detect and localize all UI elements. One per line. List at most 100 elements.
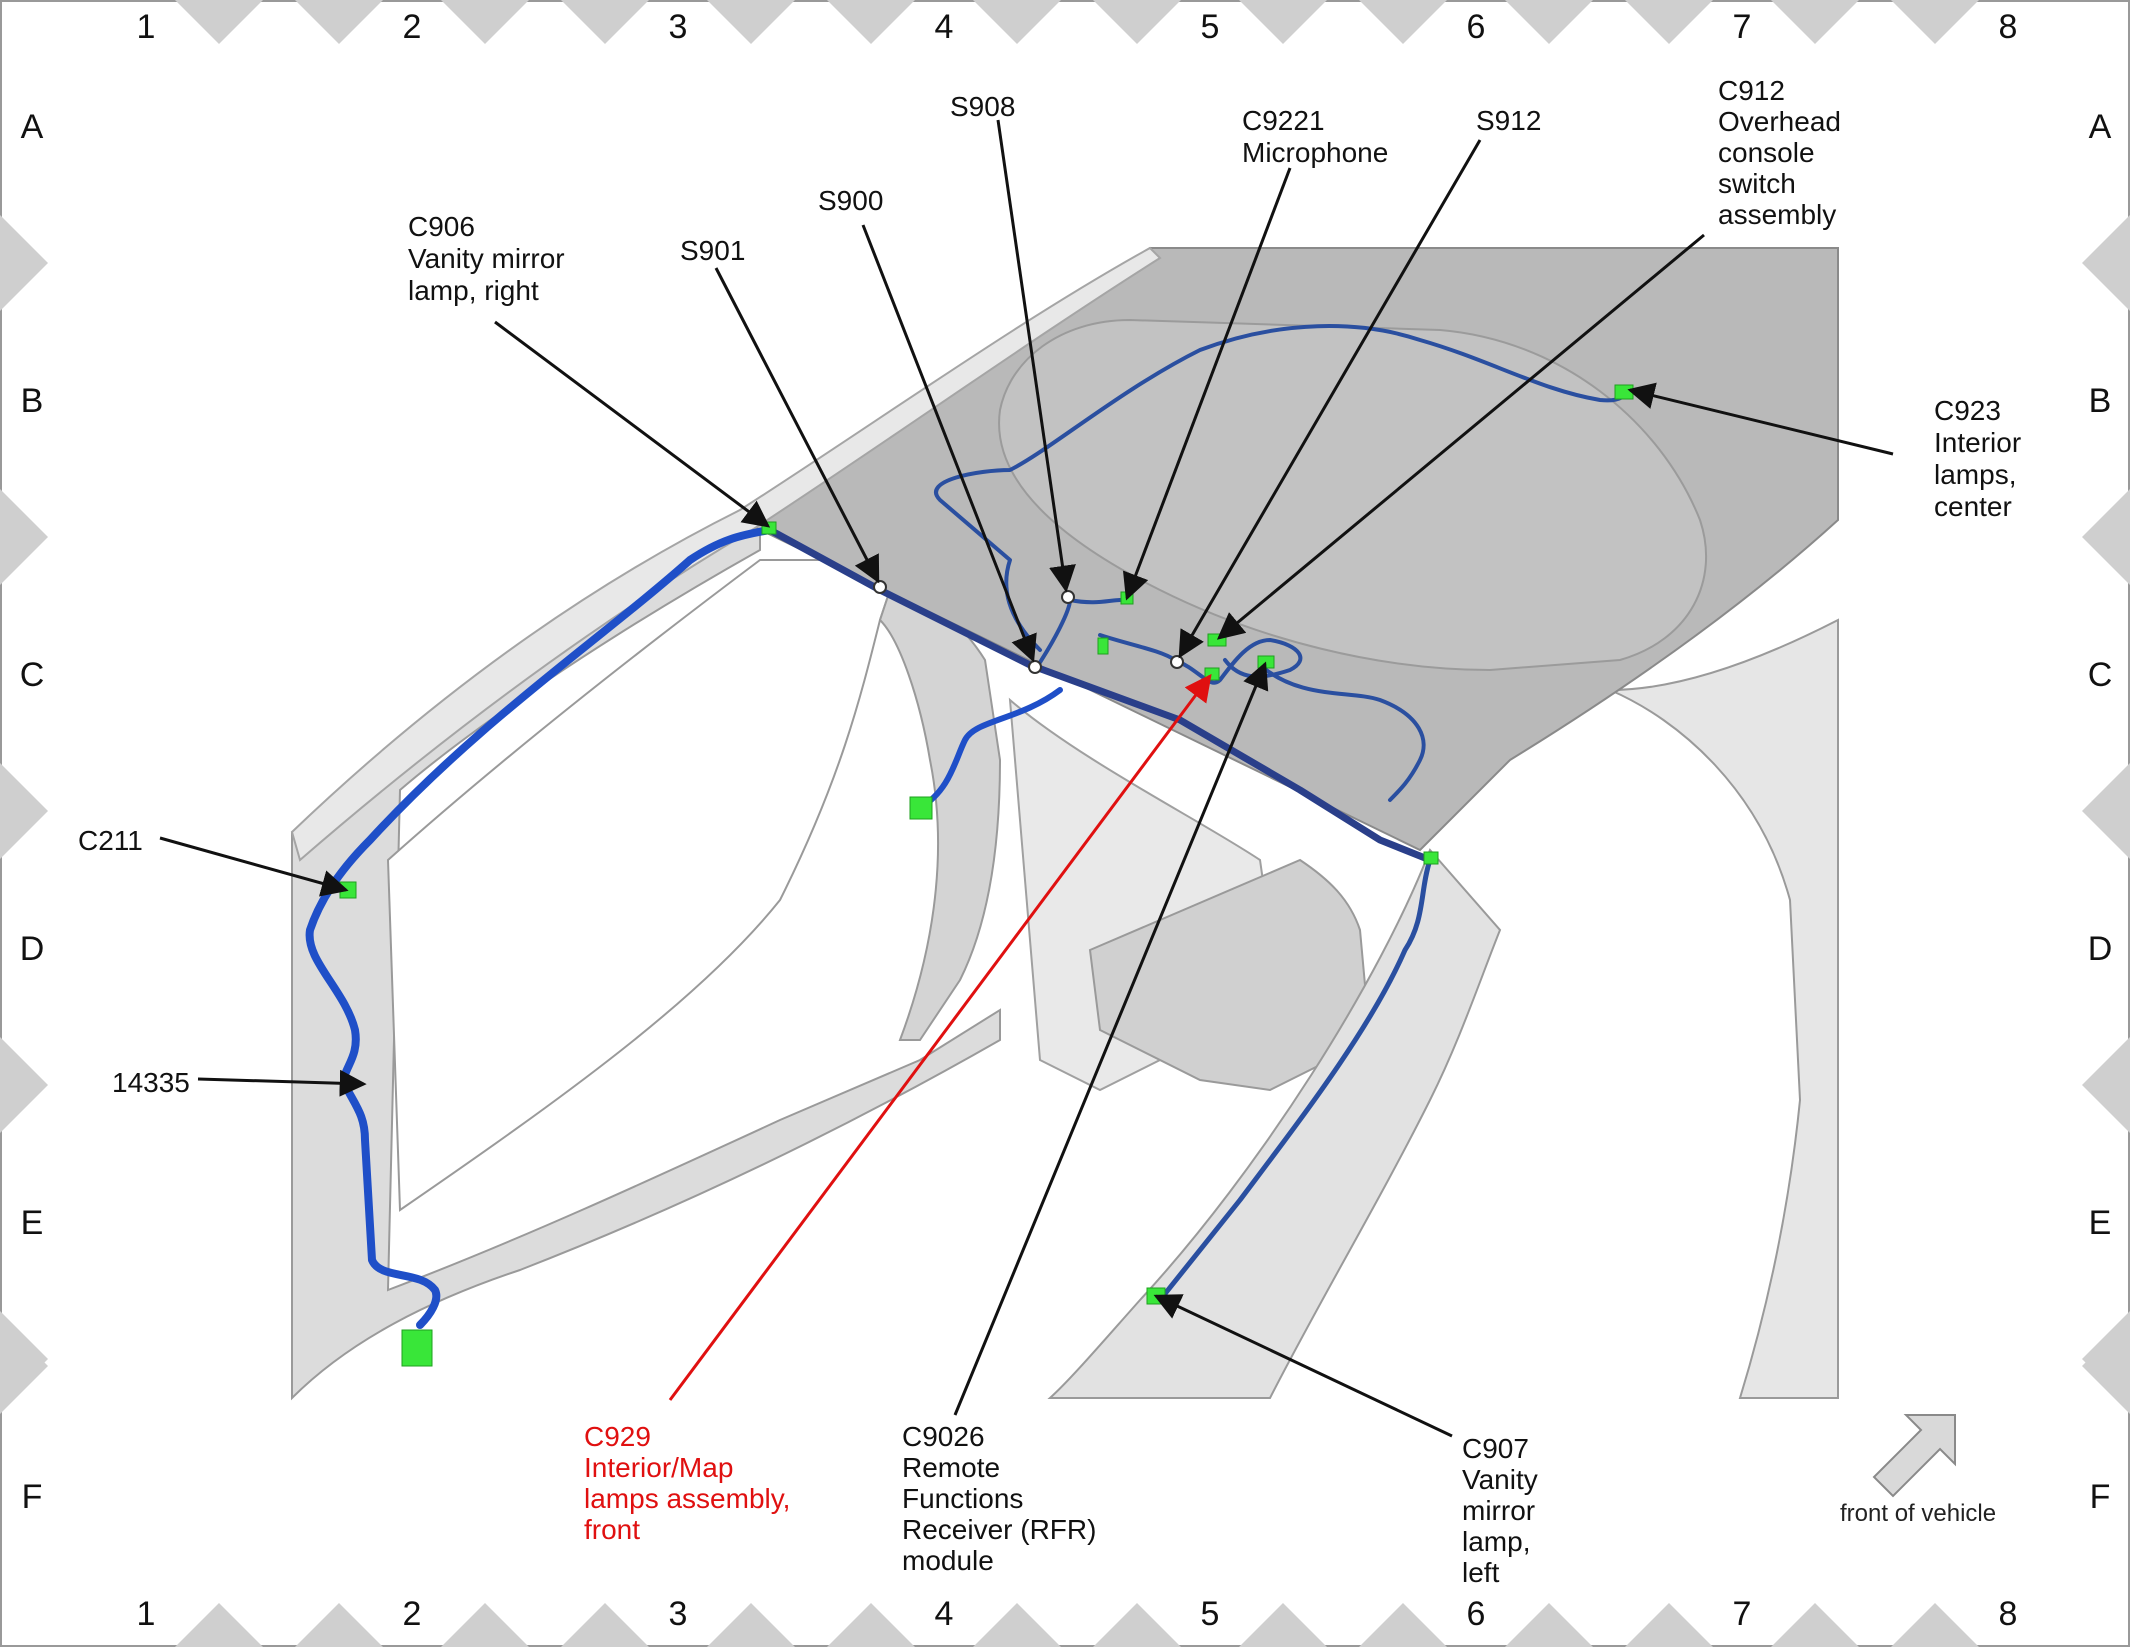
grid-border-tab — [295, 0, 383, 44]
splice-s900 — [1028, 660, 1042, 674]
grid-border-tab — [1093, 0, 1181, 44]
roof-side-rail — [290, 246, 1162, 862]
callout-s908: S908 — [950, 91, 1015, 122]
grid-column-label: 1 — [137, 1595, 156, 1633]
grid-column-label: 6 — [1467, 8, 1486, 46]
grid-border-tab — [561, 1603, 649, 1647]
grid-border-tab — [1771, 1603, 1859, 1647]
grid-border-tab — [973, 0, 1061, 44]
front-of-vehicle-indicator: front of vehicle — [1840, 1414, 1996, 1527]
grid-border-tab — [707, 0, 795, 44]
callout-s901: S901 — [680, 235, 745, 266]
grid-border-tab — [0, 215, 48, 311]
splice-markers — [873, 580, 1184, 674]
grid-border-tab — [707, 1603, 795, 1647]
harness-console-cluster — [1098, 633, 1426, 802]
grid-row-label: F — [2090, 1478, 2111, 1516]
leader-c912 — [1216, 233, 1705, 640]
grid-column-label: 5 — [1201, 1595, 1220, 1633]
grid-border-tab — [1891, 1603, 1979, 1647]
connector-right-rail — [1423, 851, 1439, 865]
grid-column-label: 3 — [669, 1595, 688, 1633]
leader-s900 — [861, 224, 1037, 663]
grid-border-tab — [2082, 215, 2130, 311]
grid-row-label: A — [2089, 108, 2112, 146]
front-direction-arrow-icon — [1872, 1414, 1956, 1498]
c-pillar — [1609, 618, 1839, 1399]
rear-quarter — [1088, 858, 1372, 1092]
leader-c9221 — [1122, 167, 1292, 601]
grid-column-label: 3 — [669, 8, 688, 46]
grid-column-label: 6 — [1467, 1595, 1486, 1633]
grid-border-tab — [175, 0, 263, 44]
front-door-opening — [386, 559, 902, 1212]
connector-14335-end — [401, 1329, 433, 1367]
grid-column-label: 8 — [1999, 8, 2018, 46]
grid-border-tab — [0, 763, 48, 859]
grid-column-label: 7 — [1733, 1595, 1752, 1633]
leader-s908 — [996, 119, 1076, 593]
leader-14335 — [197, 1069, 367, 1097]
grid-border-tab — [1505, 0, 1593, 44]
callout-s912: S912 — [1476, 105, 1541, 136]
grid-border-tab — [2082, 1318, 2130, 1414]
grid-border-tab — [1239, 1603, 1327, 1647]
harness-b-pillar-branch — [917, 687, 1063, 811]
grid-column-label: 7 — [1733, 8, 1752, 46]
grid-border-tab — [2082, 763, 2130, 859]
grid-column-label: 5 — [1201, 8, 1220, 46]
leader-c211 — [159, 836, 349, 897]
grid-border-tab — [2082, 489, 2130, 585]
grid-border-tab — [175, 1603, 263, 1647]
grid-border-tab — [561, 0, 649, 44]
grid-row-label: C — [2088, 656, 2113, 694]
grid-border-tab — [0, 1037, 48, 1133]
grid-row-label: D — [20, 930, 45, 968]
grid-row-label: D — [2088, 930, 2113, 968]
leader-lines — [159, 119, 1894, 1438]
grid-row-label: F — [22, 1478, 43, 1516]
callout-14335: 14335 — [112, 1067, 190, 1098]
grid-column-label: 4 — [935, 1595, 954, 1633]
callout-c211: C211 — [78, 825, 143, 856]
grid-border-tab — [2082, 1037, 2130, 1133]
grid-border-tab — [827, 0, 915, 44]
harness-right-pillar — [1157, 857, 1433, 1303]
grid-border-tab — [1359, 0, 1447, 44]
grid-border-tab — [1625, 0, 1713, 44]
splice-s912 — [1170, 655, 1184, 669]
leader-c923 — [1627, 382, 1894, 456]
grid-column-label: 2 — [403, 1595, 422, 1633]
grid-border-tab — [0, 489, 48, 585]
splice-s908 — [1061, 590, 1075, 604]
connector-b-pillar — [909, 796, 933, 820]
leader-c907 — [1153, 1294, 1453, 1438]
harness-sunroof-loop — [934, 324, 1626, 652]
grid-border-tab — [1891, 0, 1979, 44]
leader-c929 — [668, 673, 1212, 1401]
harness-a-pillar — [305, 526, 774, 1329]
grid-border-tab — [1625, 1603, 1713, 1647]
grid-row-label: C — [20, 656, 45, 694]
splice-s901 — [873, 580, 887, 594]
b-pillar — [878, 588, 1002, 1041]
grid-column-label: 1 — [137, 8, 156, 46]
grid-border-tab — [441, 0, 529, 44]
leader-c9026 — [953, 661, 1269, 1416]
leader-s901 — [714, 267, 880, 584]
grid-border-tab — [1239, 0, 1327, 44]
leader-s912 — [1178, 139, 1482, 659]
grid-border-tab — [827, 1603, 915, 1647]
